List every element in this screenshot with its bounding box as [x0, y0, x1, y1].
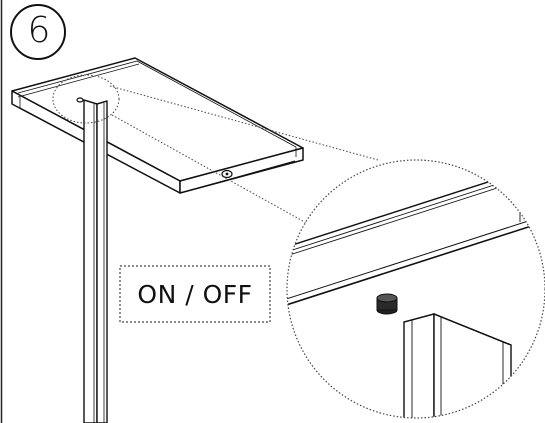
highlight-ellipse	[52, 74, 120, 124]
on-off-label: ON / OFF	[137, 279, 253, 309]
lamp-pole	[83, 99, 108, 423]
floor-lamp-icon	[11, 57, 304, 423]
lamp-head-front-right	[179, 147, 304, 194]
callout-box	[119, 265, 271, 323]
zoom-leader-bottom	[111, 114, 311, 226]
lamp-head-switch-icon	[76, 97, 84, 103]
step-number-label: 6	[27, 10, 51, 51]
step-number-circle-icon	[10, 4, 66, 60]
zoom-leader-top	[109, 85, 379, 161]
zoom-detail-view	[287, 160, 545, 418]
push-switch-icon	[376, 293, 398, 315]
